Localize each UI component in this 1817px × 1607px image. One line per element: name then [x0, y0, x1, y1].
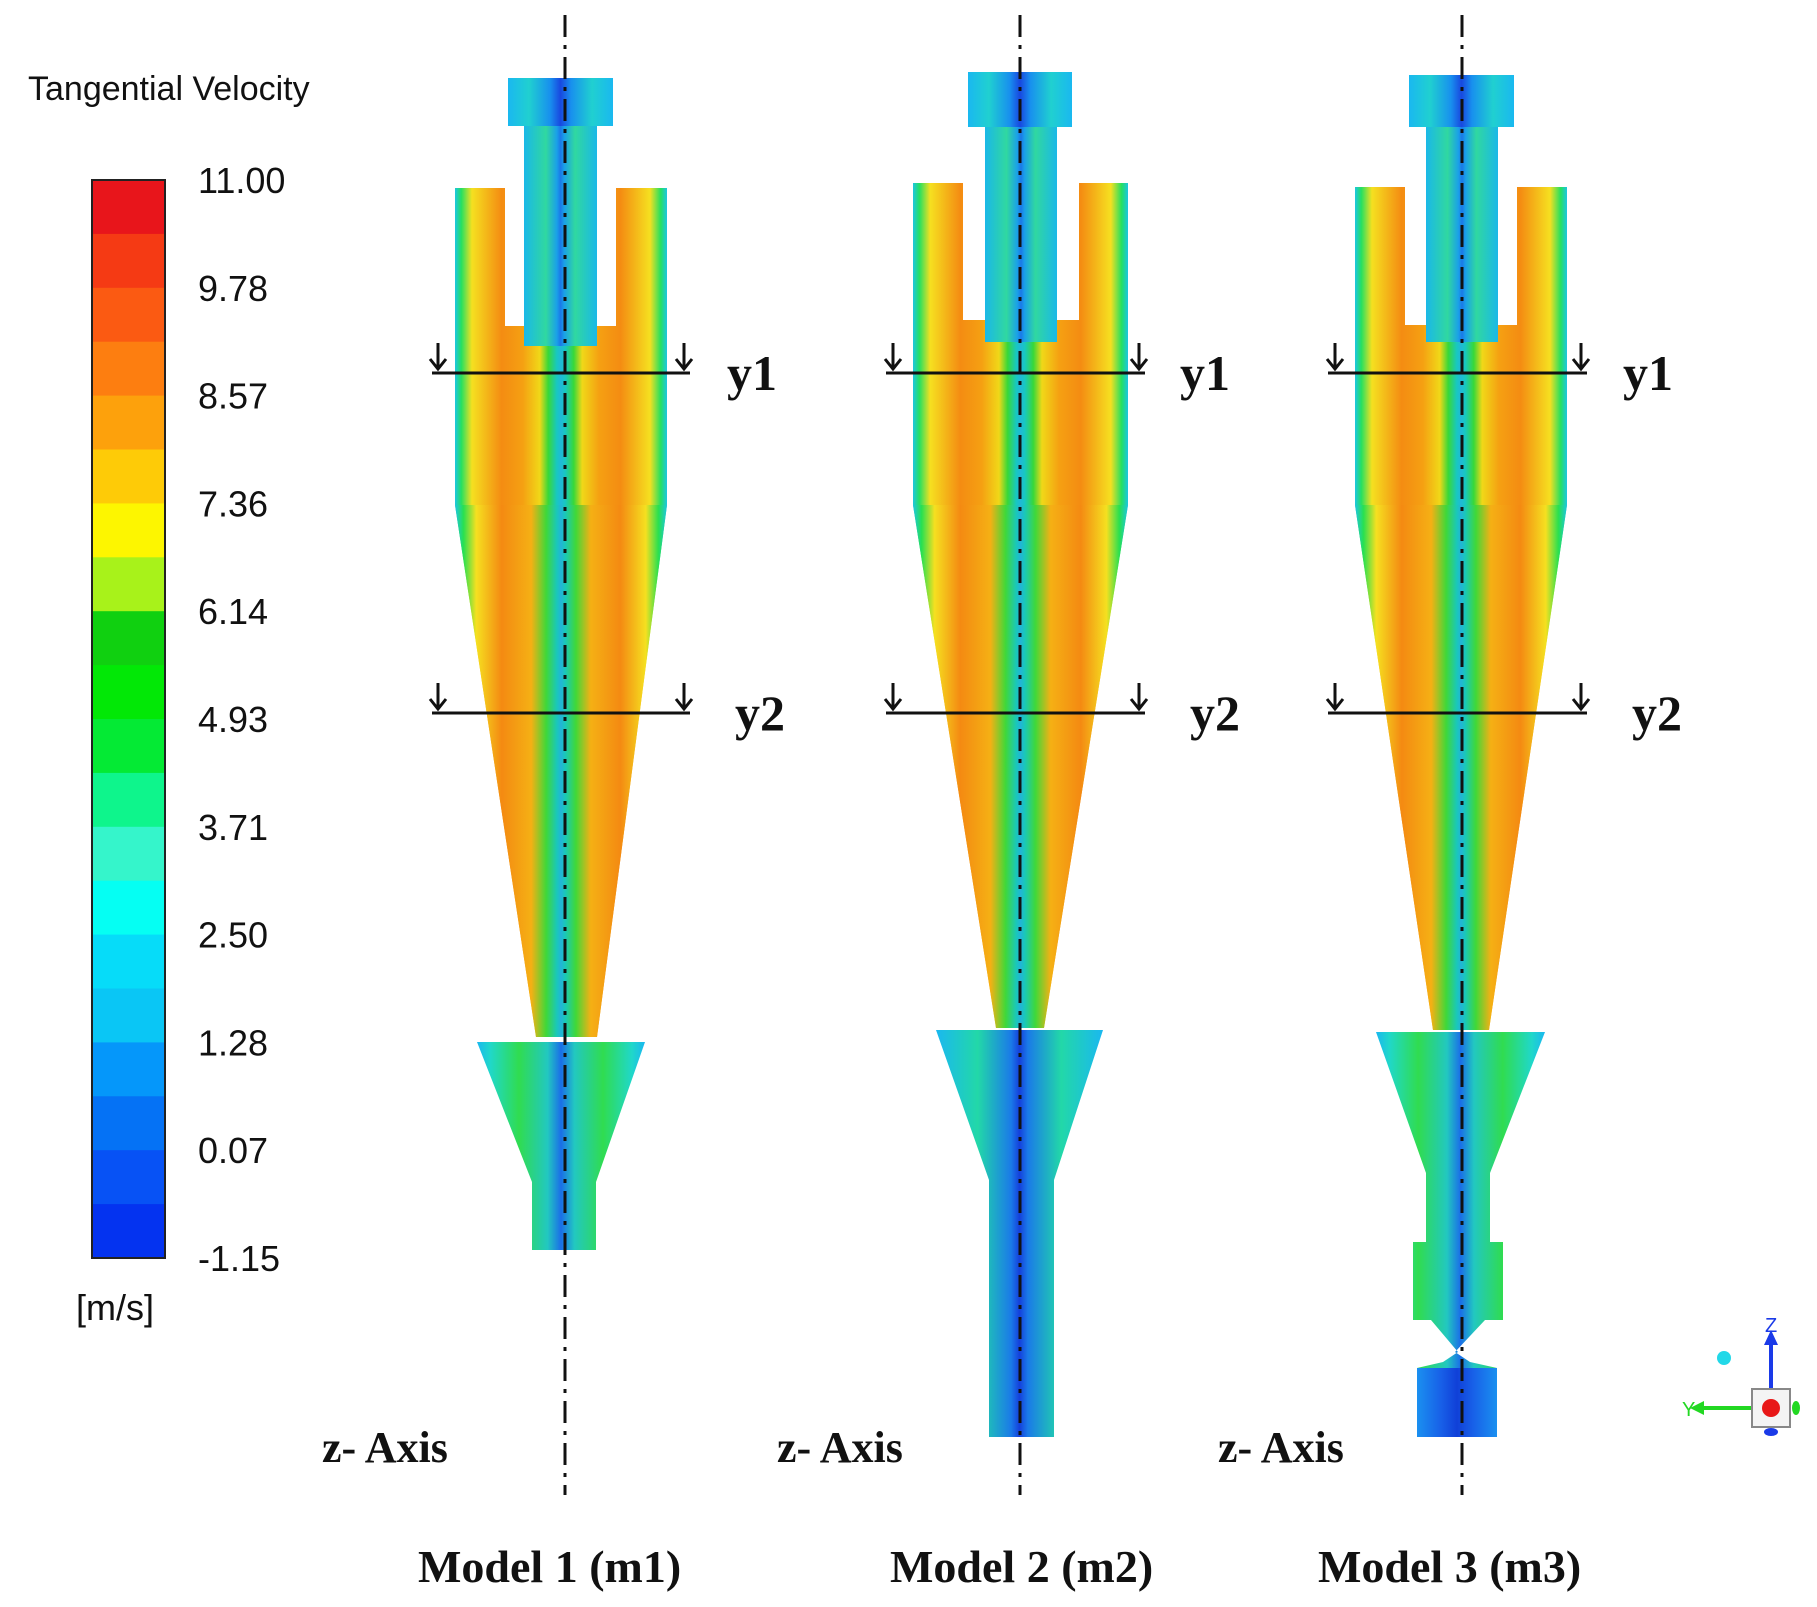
- model-2-z-axis-label: z- Axis: [777, 1423, 903, 1472]
- model-3-y1-label: y1: [1623, 345, 1673, 401]
- legend-band: [92, 880, 165, 936]
- model-1-y2-label: y2: [735, 685, 785, 741]
- model-1-label: Model 1 (m1): [418, 1541, 681, 1592]
- section-arrow-head: [1129, 358, 1149, 372]
- model-1-outlet-head: [508, 78, 613, 126]
- legend-tick-label: 6.14: [198, 591, 268, 632]
- legend-band: [92, 988, 165, 1043]
- legend-band: [92, 395, 165, 450]
- legend-tick-label: 7.36: [198, 483, 268, 524]
- legend-tick-label: 1.28: [198, 1022, 268, 1063]
- section-arrow-head: [1571, 698, 1591, 712]
- legend-tick-label: 2.50: [198, 915, 268, 956]
- legend-band: [92, 1096, 165, 1151]
- legend-band: [92, 341, 165, 397]
- section-arrow-head: [1325, 358, 1345, 372]
- legend-band: [92, 1042, 165, 1097]
- section-arrow-head: [1571, 358, 1591, 372]
- legend-band: [92, 1150, 165, 1205]
- legend-band: [92, 611, 165, 666]
- model-1-dust-hopper: [477, 1042, 645, 1250]
- legend-tick-label: 9.78: [198, 268, 268, 309]
- legend-tick-label: 0.07: [198, 1130, 268, 1171]
- section-arrow-head: [883, 698, 903, 712]
- legend-tick-label: 4.93: [198, 699, 268, 740]
- model-1-cone: [455, 505, 667, 1037]
- model-1-y1-label: y1: [727, 345, 777, 401]
- model-2-y1-label: y1: [1180, 345, 1230, 401]
- legend-tick-label: -1.15: [198, 1238, 280, 1279]
- z-axis-labels: z- Axis z- Axis z- Axis: [322, 1423, 1344, 1472]
- orientation-triad: Z Y: [1682, 1315, 1800, 1436]
- triad-origin-dot: [1762, 1399, 1780, 1417]
- legend-band: [92, 180, 165, 235]
- model-2-y2-label: y2: [1190, 685, 1240, 741]
- model-1-z-axis-label: z- Axis: [322, 1423, 448, 1472]
- model-2-cone: [913, 505, 1128, 1028]
- section-arrow-head: [428, 358, 448, 372]
- legend-band: [92, 449, 165, 504]
- section-arrow-head: [1325, 698, 1345, 712]
- triad-z-label: Z: [1765, 1315, 1777, 1337]
- legend-tick-labels: 11.00 9.78 8.57 7.36 6.14 4.93 3.71 2.50 1.28 0.0…: [198, 160, 285, 1279]
- legend-frame: [91, 179, 166, 1259]
- model-3-label: Model 3 (m3): [1318, 1541, 1581, 1592]
- legend-tick-label: 11.00: [198, 160, 285, 201]
- legend-band: [92, 233, 165, 289]
- legend-band: [92, 287, 165, 343]
- legend-band: [92, 719, 165, 774]
- model-1-contour: [455, 78, 667, 1250]
- triad-x-dot: [1717, 1351, 1731, 1365]
- model-2-label: Model 2 (m2): [890, 1541, 1153, 1592]
- section-arrow-head: [428, 698, 448, 712]
- section-labels: y1 y2 y1 y2 y1 y2: [727, 345, 1682, 741]
- color-legend: Tangential Velocity 11.00 9.78 8.57 7.36 6.1…: [28, 70, 310, 1328]
- model-labels: Model 1 (m1) Model 2 (m2) Model 3 (m3): [418, 1541, 1581, 1592]
- legend-color-bar: [92, 180, 165, 1259]
- section-arrow-head: [1129, 698, 1149, 712]
- section-arrow-head: [674, 358, 694, 372]
- section-arrow-head: [883, 358, 903, 372]
- legend-unit: [m/s]: [76, 1287, 154, 1328]
- legend-band: [92, 772, 165, 828]
- legend-band: [92, 665, 165, 720]
- model-3-z-axis-label: z- Axis: [1218, 1423, 1344, 1472]
- legend-band: [92, 557, 165, 612]
- legend-band: [92, 503, 165, 558]
- z-axis-centerlines: [563, 15, 1464, 1495]
- section-lines: [428, 343, 1591, 715]
- section-arrow-head: [674, 698, 694, 712]
- legend-band: [92, 1204, 165, 1259]
- triad-y-label: Y: [1682, 1399, 1695, 1421]
- legend-tick-label: 3.71: [198, 807, 268, 848]
- legend-band: [92, 826, 165, 882]
- legend-title: Tangential Velocity: [28, 70, 310, 108]
- legend-band: [92, 934, 165, 989]
- model-3-dust-pot: [1417, 1368, 1497, 1437]
- legend-tick-label: 8.57: [198, 376, 268, 417]
- model-3-cone: [1355, 505, 1567, 1030]
- model-1-vortex-finder: [524, 126, 597, 346]
- model-3-y2-label: y2: [1632, 685, 1682, 741]
